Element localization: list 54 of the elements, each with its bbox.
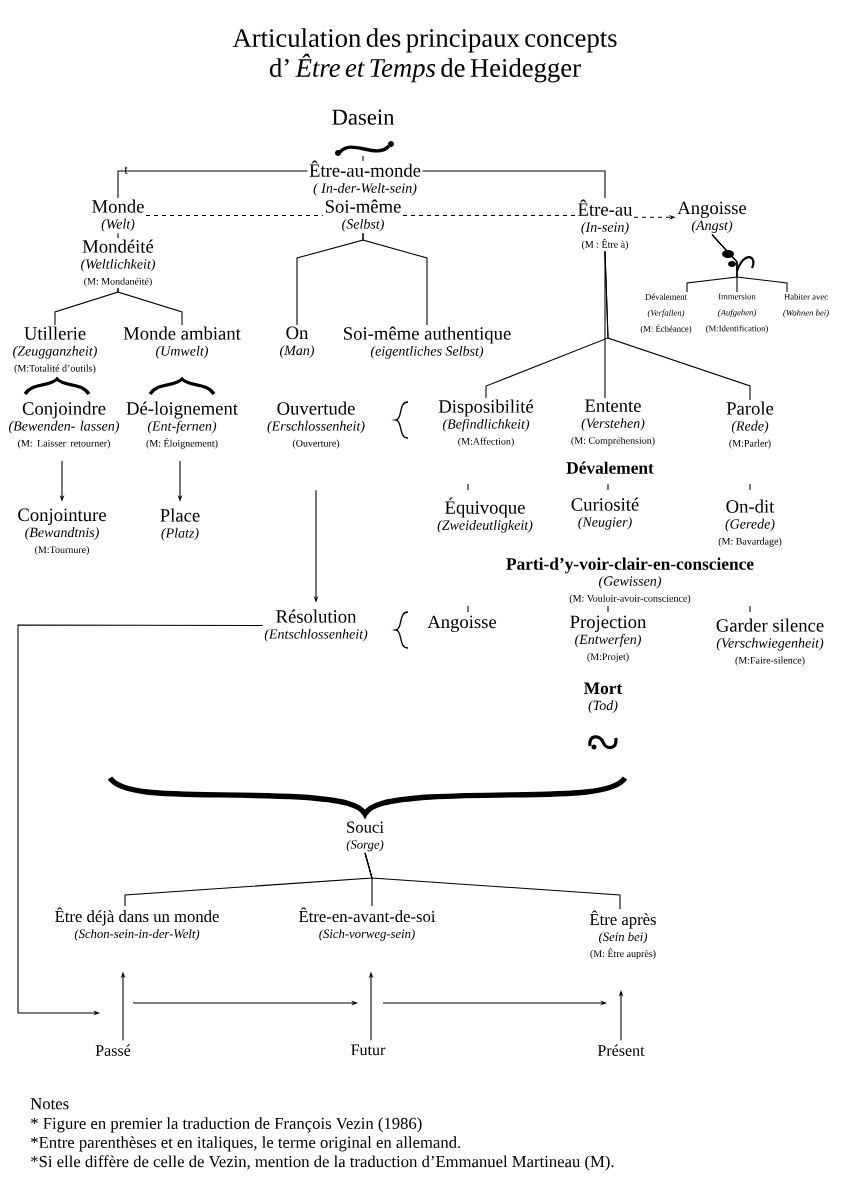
term-label: Passé xyxy=(95,1044,131,1056)
term-label: Ouvertude (Erschlossenheit) (Ouverture) xyxy=(267,401,365,449)
term-label: Soi-même (Selbst) xyxy=(325,199,401,232)
term-label: Habiter avec (Wohnen bei) xyxy=(783,293,829,318)
term-label: Souci (Sorge) xyxy=(346,821,384,852)
term-label: Dévalement (Verfallen) (M: Échéance) xyxy=(640,293,692,334)
tree-line xyxy=(604,250,751,401)
term-label: Dé-loignement (Ent-fernen) (M: Éloignement) xyxy=(126,401,238,449)
term-label: Être-au (In-sein) (M : Être à) xyxy=(578,199,633,250)
term-label: Résolution (Entschlossenheit) xyxy=(264,609,368,642)
term-label: Être-au-monde ( In-der-Welt-sein) xyxy=(309,160,421,196)
term-label: Mort (Tod) xyxy=(584,682,623,713)
notes-heading: Notes xyxy=(30,1098,69,1110)
term-label: Monde (Welt) xyxy=(92,199,144,232)
term-label: Conjoindre (Bewenden- lassen) (M: Laisser retourner) xyxy=(9,401,120,449)
note-text: *Entre parenthèses et en italiques, le terme original en allemand. xyxy=(31,1136,461,1152)
term-label: Dévalement xyxy=(566,461,654,474)
term-label: Être après (Sein bei) (M: Être auprès) xyxy=(589,910,656,960)
term-label: Équivoque (Zweideutligkeit) xyxy=(437,497,533,533)
term-label: Projection (Entwerfen) (M:Projet) xyxy=(570,615,647,663)
term-label: Mondéité (Weltlichkeit) (M: Mondanéité) xyxy=(81,239,156,287)
title: Articulation des principaux concepts d’ Être et Temps de Heidegger xyxy=(232,28,617,83)
term-label: Dasein xyxy=(332,109,395,125)
term-label: Entente (Verstehen) (M: Compréhension) xyxy=(571,399,655,446)
term-label: Immersion (Aufgehen) (M:Identification) xyxy=(706,293,768,334)
tree-line xyxy=(117,232,119,239)
tree-line xyxy=(422,170,606,199)
term-label: Conjointure (Bewandtnis) (M:Tournure) xyxy=(18,508,106,556)
tree-line xyxy=(711,234,788,293)
letter-label: t xyxy=(124,166,128,174)
term-label: Angoisse (Angst) xyxy=(677,201,747,233)
term-label: Monde ambiant (Umwelt) xyxy=(123,326,241,359)
term-label: Place (Platz) xyxy=(160,508,200,541)
term-label: Disposibilité (Befindlichkeit) (M:Affection) xyxy=(438,399,534,447)
tree-line xyxy=(117,287,183,326)
term-label: Futur xyxy=(351,1044,386,1056)
term-label: Garder silence (Verschwiegenheit) (M:Faire-silence) xyxy=(716,618,824,666)
term-label: Parole (Rede) (M:Parler) xyxy=(726,401,774,449)
term-label: Soi-même authentique (eigentliches Selbst) xyxy=(344,326,511,359)
tree-line xyxy=(362,232,428,326)
tree-line xyxy=(117,170,308,199)
term-label: Parti-d’y-voir-clair-en-conscience (Gewissen) (M: Vouloir-avoir-conscience) xyxy=(506,557,754,604)
dashed-line xyxy=(145,215,324,217)
note-text: * Figure en premier la traduction de François Vezin (1986) xyxy=(31,1117,422,1133)
term-label: Présent xyxy=(597,1044,645,1056)
note-text: *Si elle diffère de celle de Vezin, mention de la traduction d’Emmanuel Martineau (M). xyxy=(31,1155,614,1171)
term-label: On-dit (Gerede) (M: Bavardage) xyxy=(718,499,782,547)
tree-line xyxy=(364,852,621,910)
term-label: Utillerie (Zeugganzheit) (M:Totalité d’outils) xyxy=(13,326,97,374)
term-label: Curiosité (Neugier) xyxy=(571,497,639,530)
term-label: Être déjà dans un monde (Schon-sein-in-der-Welt) xyxy=(55,907,219,941)
term-label: Angoisse xyxy=(427,615,497,632)
term-label: On (Man) xyxy=(280,326,315,358)
term-label: Être-en-avant-de-soi (Sich-vorweg-sein) xyxy=(299,907,436,941)
